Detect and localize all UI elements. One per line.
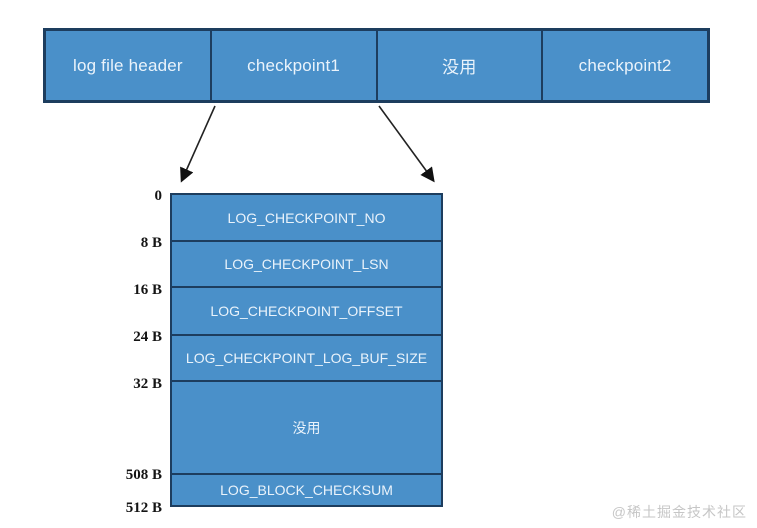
segment-unused: 没用 <box>375 31 542 100</box>
checkpoint-block-row: LOG_CHECKPOINT_OFFSET <box>172 286 441 334</box>
byte-offset-label: 32 B <box>133 376 162 392</box>
byte-offset-label: 508 B <box>125 467 162 483</box>
left-arrow-icon <box>180 105 216 183</box>
byte-offset-label: 24 B <box>133 329 162 345</box>
right-arrow-icon <box>378 105 435 183</box>
log-file-header-bar: log file header checkpoint1 没用 checkpoin… <box>43 28 710 103</box>
checkpoint-block-row-unused: 没用 <box>172 380 441 473</box>
checkpoint-block-row: LOG_BLOCK_CHECKSUM <box>172 473 441 505</box>
checkpoint-block-row: LOG_CHECKPOINT_LOG_BUF_SIZE <box>172 334 441 380</box>
segment-log-file-header: log file header <box>72 55 183 75</box>
watermark: @稀土掘金技术社区 <box>611 504 747 520</box>
byte-offset-label: 0 <box>154 188 163 204</box>
segment-checkpoint2: checkpoint2 <box>541 31 707 100</box>
byte-offset-label: 16 B <box>133 282 162 298</box>
byte-offset-label: 8 B <box>140 235 162 251</box>
checkpoint-block-row: LOG_CHECKPOINT_NO <box>227 209 386 226</box>
byte-offset-label: 512 B <box>125 500 162 516</box>
checkpoint-block-row: LOG_CHECKPOINT_LSN <box>172 240 441 286</box>
segment-checkpoint1: checkpoint1 <box>209 31 376 100</box>
checkpoint-block: LOG_CHECKPOINT_NO LOG_CHECKPOINT_LSN LOG… <box>170 193 443 507</box>
